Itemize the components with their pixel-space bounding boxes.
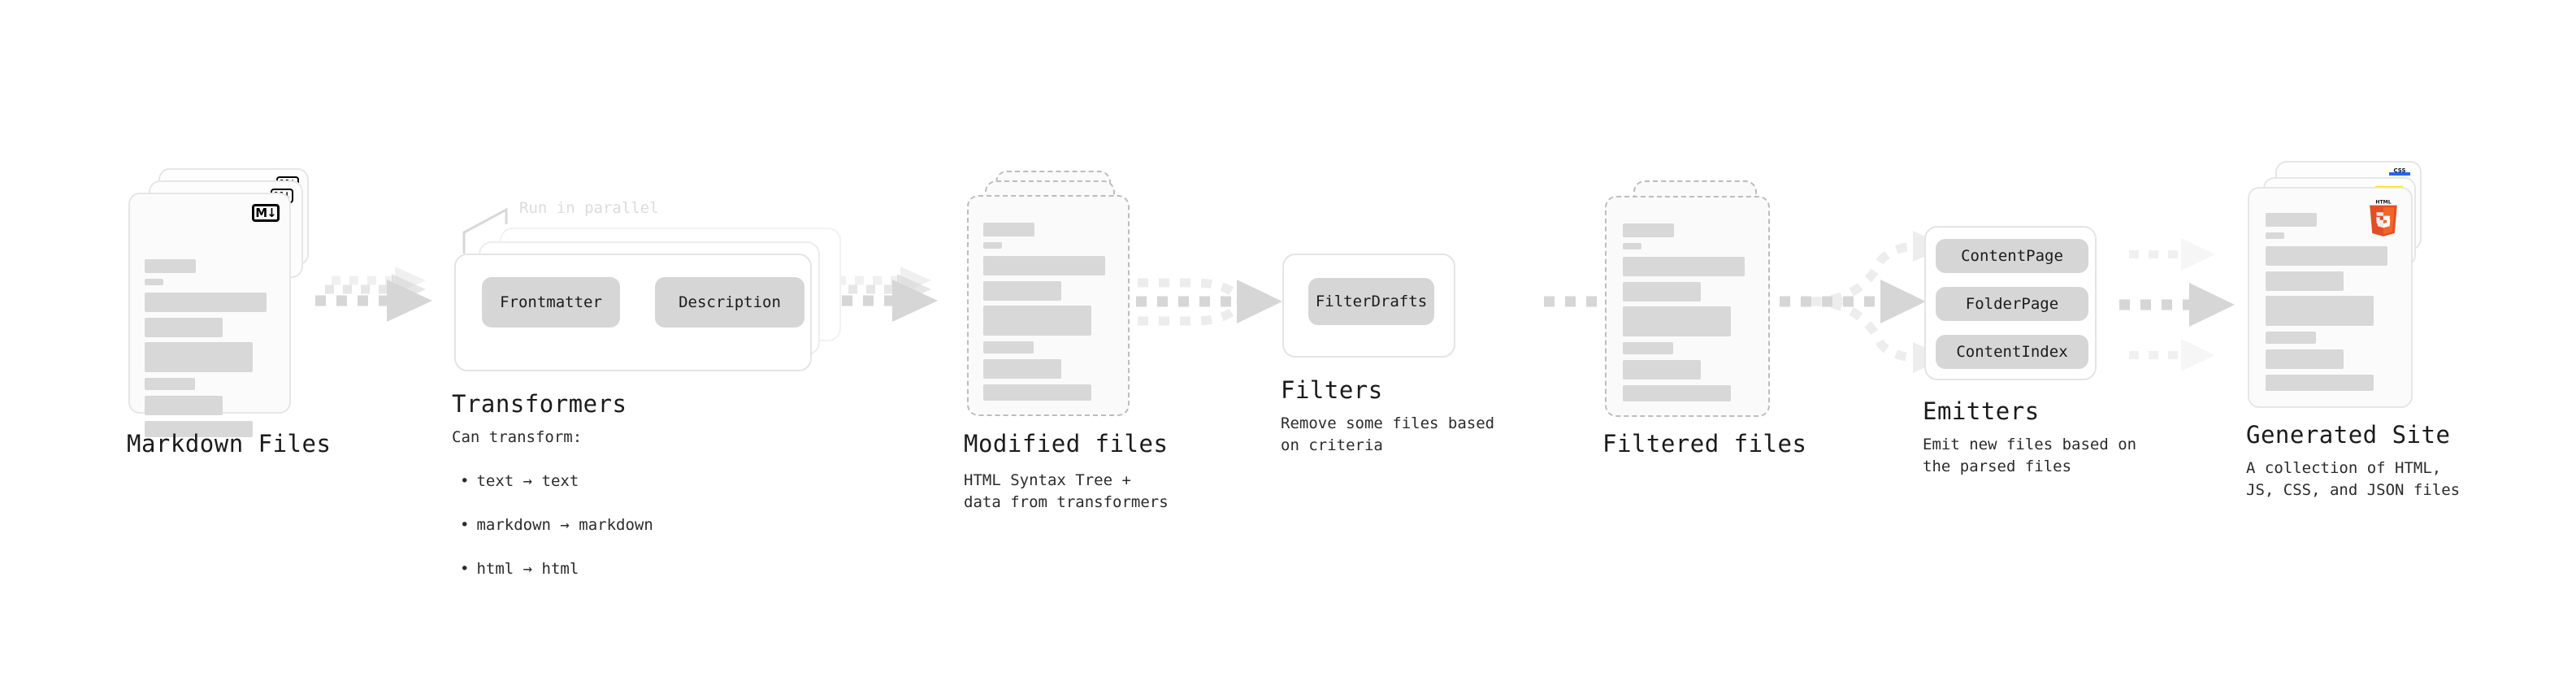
skeleton-bar	[2266, 296, 2374, 326]
skeleton-bar	[2266, 349, 2344, 369]
modified-files-subtitle: HTML Syntax Tree + data from transformer…	[964, 471, 1169, 511]
modified-files-title: Modified files	[964, 430, 1169, 458]
bullet-glyph: •	[460, 516, 470, 534]
skeleton-bar	[983, 223, 1034, 236]
transformer-bullet-1: markdown → markdown	[476, 516, 653, 534]
skeleton-bar	[145, 421, 253, 437]
emitters-title: Emitters	[1923, 397, 2040, 425]
html5-icon-label: HTML	[2375, 200, 2391, 206]
skeleton-bar	[2266, 232, 2284, 239]
skeleton-bar	[145, 396, 223, 415]
emitter-node-contentindex[interactable]: ContentIndex	[1936, 335, 2088, 369]
skeleton-bar	[1623, 385, 1731, 401]
transformers-subtitle: Can transform:	[452, 428, 583, 446]
markdown-icon: M↓	[252, 204, 280, 222]
bullet-glyph: •	[460, 472, 470, 490]
skeleton-bar	[2266, 375, 2374, 391]
skeleton-bar	[145, 259, 196, 273]
arrow-filtered-to-emitters	[1780, 231, 1947, 373]
filter-node-filterdrafts[interactable]: FilterDrafts	[1308, 278, 1434, 325]
bullet-glyph: •	[460, 560, 470, 578]
emitter-node-folderpage[interactable]: FolderPage	[1936, 287, 2088, 321]
skeleton-bar	[145, 342, 253, 372]
skeleton-bar	[1623, 342, 1673, 354]
markdown-files-title: Markdown Files	[127, 430, 332, 458]
markdown-file-front: M↓	[128, 193, 291, 437]
arrow-emitters-to-site	[2119, 238, 2235, 371]
emitters-subtitle: Emit new files based on the parsed files	[1923, 436, 2137, 475]
skeleton-bar	[1623, 223, 1674, 237]
skeleton-bar	[145, 293, 267, 312]
generated-site-title: Generated Site	[2246, 421, 2451, 449]
skeleton-bar	[983, 242, 1002, 249]
transformer-node-description[interactable]: Description	[655, 277, 804, 327]
skeleton-bar	[1623, 257, 1745, 276]
skeleton-bar	[983, 384, 1091, 401]
arrow-markdown-to-transformers	[315, 267, 432, 322]
filtered-files-title: Filtered files	[1602, 430, 1807, 458]
html5-icon: HTML	[2370, 200, 2397, 236]
skeleton-bar	[983, 256, 1105, 275]
skeleton-bar	[1623, 306, 1731, 336]
skeleton-bar	[1623, 360, 1701, 380]
skeleton-bar	[145, 378, 195, 390]
arrow-modified-to-filters	[1136, 278, 1282, 326]
run-in-parallel-label: Run in parallel	[519, 199, 659, 217]
skeleton-bar	[983, 341, 1034, 354]
skeleton-bar	[145, 318, 223, 337]
generated-site-subtitle: A collection of HTML, JS, CSS, and JSON …	[2246, 459, 2461, 499]
transformers-bullets: • text → text • markdown → markdown • ht…	[460, 449, 653, 602]
skeleton-bar	[1623, 282, 1701, 301]
emitter-node-contentpage[interactable]: ContentPage	[1936, 239, 2088, 273]
skeleton-bar	[2266, 332, 2316, 344]
skeleton-bar	[1623, 243, 1641, 249]
transformer-bullet-2: html → html	[476, 560, 579, 578]
skeleton-bar	[983, 306, 1091, 336]
transformer-node-frontmatter[interactable]: Frontmatter	[482, 277, 620, 327]
generated-file-html: HTML	[2248, 187, 2413, 408]
css-icon-label: CSS	[2393, 167, 2406, 174]
filters-subtitle: Remove some files based on criteria	[1281, 414, 1495, 454]
skeleton-bar	[2266, 271, 2344, 291]
skeleton-bar	[983, 281, 1061, 301]
transformers-title: Transformers	[452, 390, 627, 418]
skeleton-bar	[2266, 213, 2317, 227]
markdown-icon-glyph-front: M↓	[255, 205, 276, 220]
filters-title: Filters	[1281, 376, 1383, 404]
skeleton-bar	[2266, 246, 2387, 266]
emitters-box: ContentPage FolderPage ContentIndex	[1924, 226, 2097, 380]
filters-box: FilterDrafts	[1282, 254, 1455, 358]
skeleton-bar	[145, 279, 163, 285]
modified-file-front	[967, 195, 1130, 416]
filtered-file-front	[1605, 196, 1770, 417]
skeleton-bar	[983, 359, 1061, 379]
transformer-bullet-0: text → text	[476, 472, 579, 490]
css-icon: CSS	[2389, 167, 2410, 176]
transformer-layer-front: Frontmatter Description	[454, 254, 812, 371]
